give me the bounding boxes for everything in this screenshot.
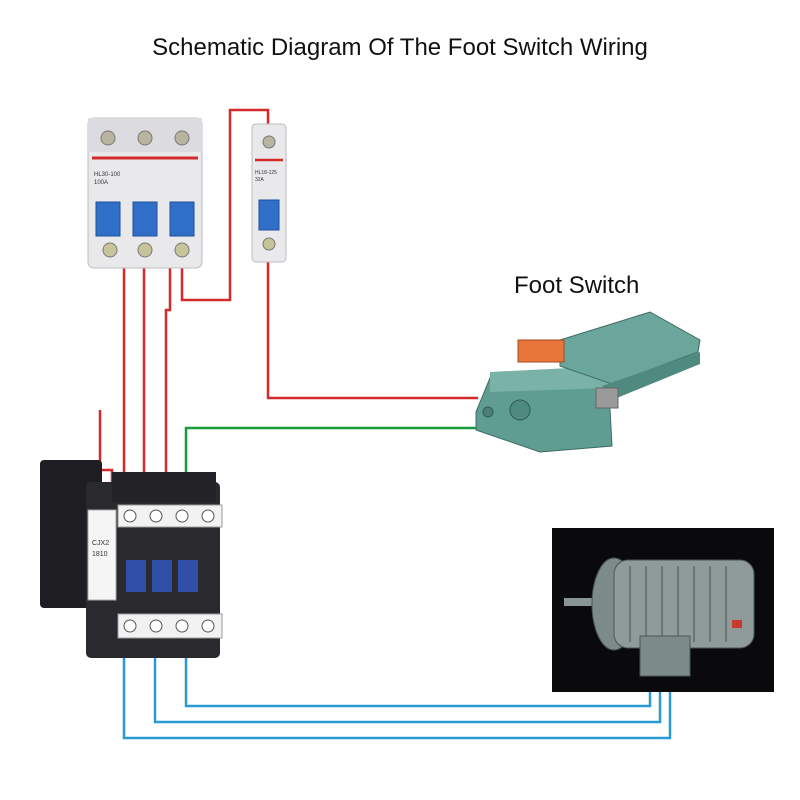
terminal-screw-icon bbox=[123, 509, 137, 523]
hinge-bracket bbox=[595, 387, 619, 409]
terminal-screw-icon bbox=[201, 619, 215, 633]
breaker-main-label: HL30-100 bbox=[94, 172, 121, 178]
terminal-screw-icon bbox=[102, 242, 118, 258]
blue-wire-u bbox=[122, 640, 672, 740]
contactor: CJX2 1810 bbox=[40, 460, 223, 658]
contactor-model: 1810 bbox=[92, 551, 108, 558]
terminal-screw-icon bbox=[123, 619, 137, 633]
terminal-screw-icon bbox=[262, 135, 276, 149]
terminal-screw-icon bbox=[175, 509, 189, 523]
contactor-blue-slot bbox=[126, 560, 146, 592]
red-wire-phase-3 bbox=[164, 246, 172, 485]
contactor-label-plate bbox=[87, 509, 117, 601]
foot-switch-orange-label bbox=[517, 339, 565, 363]
breaker-toggle-1[interactable] bbox=[95, 201, 121, 237]
blue-wire-v bbox=[153, 640, 662, 724]
breaker-toggle-2[interactable] bbox=[132, 201, 158, 237]
terminal-screw-icon bbox=[149, 509, 163, 523]
foot-switch-label: Foot Switch bbox=[514, 272, 640, 299]
breaker-small-rating: 32A bbox=[255, 177, 265, 183]
breaker-small-label: HL18-125 bbox=[255, 170, 277, 176]
contactor-label: CJX2 bbox=[92, 540, 109, 547]
foot-pedal[interactable] bbox=[559, 311, 701, 385]
terminal-screw-icon bbox=[174, 242, 190, 258]
motor-photo bbox=[552, 528, 774, 692]
green-control-wire bbox=[184, 426, 478, 488]
terminal-screw-icon bbox=[175, 619, 189, 633]
motor-nameplate-red bbox=[732, 620, 742, 628]
cable-gland-icon bbox=[509, 399, 531, 421]
terminal-screw-icon bbox=[149, 619, 163, 633]
terminal-screw-icon bbox=[100, 130, 116, 146]
red-wire-to-foot-switch bbox=[266, 242, 478, 400]
diagram-title: Schematic Diagram Of The Foot Switch Wir… bbox=[152, 34, 648, 61]
motor-body bbox=[613, 559, 755, 649]
terminal-screw-icon bbox=[137, 242, 153, 258]
terminal-screw-icon bbox=[174, 130, 190, 146]
terminal-screw-icon bbox=[137, 130, 153, 146]
red-line-wires bbox=[98, 108, 478, 485]
breaker-main-rating: 100A bbox=[94, 180, 108, 186]
motor-shaft bbox=[564, 598, 594, 606]
contactor-blue-slot bbox=[178, 560, 198, 592]
motor-terminal-box bbox=[639, 635, 691, 677]
main-breaker: HL30-100 100A bbox=[87, 117, 203, 269]
terminal-screw-icon bbox=[201, 509, 215, 523]
terminal-screw-icon bbox=[262, 237, 276, 251]
green-wire bbox=[184, 426, 478, 488]
red-wire-to-small-breaker bbox=[180, 108, 270, 302]
breaker-small-toggle[interactable] bbox=[258, 199, 280, 231]
foot-switch[interactable] bbox=[475, 311, 701, 453]
contactor-blue-slot bbox=[152, 560, 172, 592]
breaker-toggle-3[interactable] bbox=[169, 201, 195, 237]
control-breaker: HL18-125 32A bbox=[251, 123, 287, 263]
